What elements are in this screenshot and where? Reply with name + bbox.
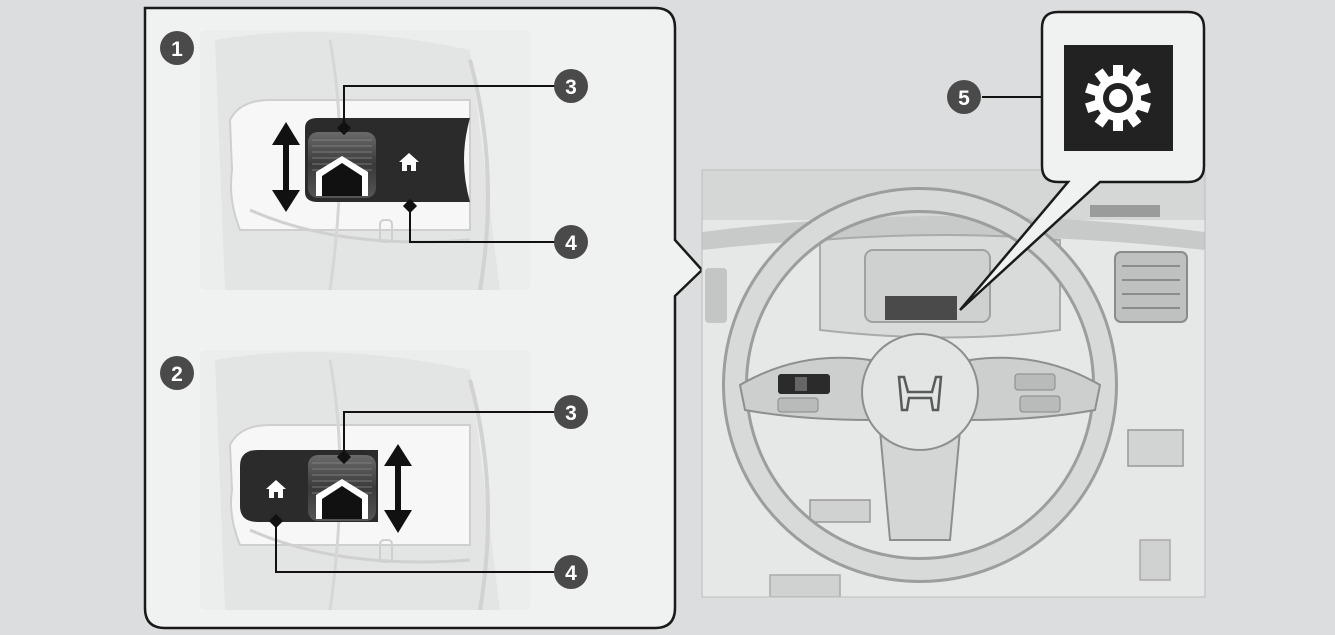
up-down-arrow-icon [384,444,412,533]
svg-text:4: 4 [565,562,577,585]
svg-text:1: 1 [171,38,183,61]
home-icon[interactable] [399,153,419,171]
svg-text:3: 3 [565,76,577,99]
leader-anchors [268,89,1072,529]
thumbwheel-bottom[interactable] [308,455,376,521]
gear-tooth [1113,65,1123,79]
gear-tooth [1113,117,1123,131]
dashboard-frame [701,169,1206,598]
svg-text:4: 4 [565,232,577,255]
gear-icon [1085,65,1151,131]
callout-2: 2 [160,356,194,390]
home-icon[interactable] [266,480,286,498]
dashboard-illustration [702,170,1205,597]
callout-5: 5 [947,80,981,114]
callout-3-top: 3 [554,69,588,103]
svg-text:3: 3 [565,402,577,425]
up-down-arrow-icon [272,122,300,212]
callout-3-bottom: 3 [554,395,588,429]
thumbwheel-top[interactable] [308,132,376,198]
leader-lines [275,85,1064,573]
svg-text:2: 2 [171,363,183,386]
callout-4-top: 4 [554,225,588,259]
callout-1: 1 [160,31,194,65]
svg-text:5: 5 [958,87,970,110]
honda-logo [897,375,943,412]
callout-4-bottom: 4 [554,555,588,589]
